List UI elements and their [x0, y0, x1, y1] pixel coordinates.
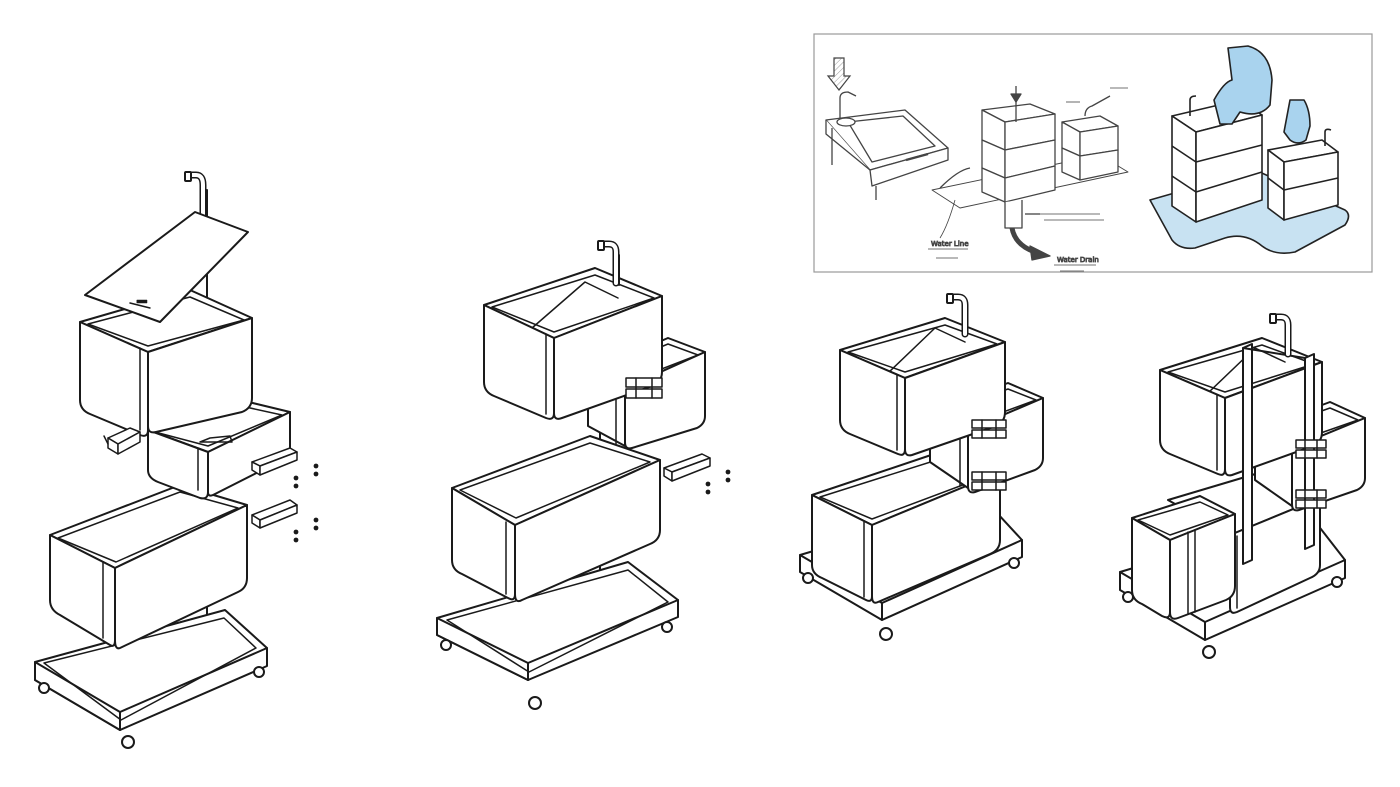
sketch-captions: Water Line Water Drain — [928, 87, 1128, 272]
base-cart — [34, 609, 268, 749]
panel-step-3 — [799, 293, 1044, 641]
hinge-bracket — [1295, 489, 1327, 509]
mount-bracket — [251, 447, 298, 476]
panel-step-1 — [34, 171, 319, 749]
caster-wheel — [879, 627, 893, 641]
hand-icon — [1213, 45, 1273, 125]
hinge-bracket — [1295, 439, 1327, 459]
base-cart — [436, 561, 679, 710]
hand-icon — [1283, 99, 1311, 144]
mount-bracket — [663, 453, 711, 482]
caster-wheel — [802, 572, 814, 584]
caster-wheel — [1202, 645, 1216, 659]
stacked-bins-sketch — [931, 86, 1129, 261]
bottom-bin — [451, 435, 661, 603]
faucet-icon — [597, 240, 620, 287]
water-drain-label: Water Drain — [1057, 256, 1099, 264]
caster-wheel — [1331, 576, 1343, 588]
caster-wheel — [528, 696, 542, 710]
configured-bins-sketch — [1149, 45, 1350, 254]
hinge-bracket — [971, 419, 1007, 439]
panel-step-2 — [436, 240, 731, 710]
top-bin — [79, 289, 253, 437]
hinge-bracket — [971, 471, 1007, 491]
screw-set — [705, 469, 731, 495]
faucet-icon — [1269, 313, 1292, 358]
caster-wheel — [440, 639, 452, 651]
top-lid-panel — [84, 211, 249, 323]
hinge-bracket — [625, 377, 663, 399]
sink-sketch — [825, 91, 949, 200]
caster-wheel — [38, 682, 50, 694]
caster-wheel — [121, 735, 135, 749]
caster-wheel — [661, 621, 673, 633]
faucet-icon — [946, 293, 969, 338]
screw-set — [293, 463, 319, 543]
bottom-bin — [811, 451, 1001, 604]
bottom-bin — [49, 484, 248, 650]
middle-drawer — [147, 397, 291, 500]
side-bin — [1131, 495, 1236, 620]
mount-bracket — [251, 499, 298, 529]
arrow-down-icon — [826, 57, 852, 91]
caster-wheel — [253, 666, 265, 678]
mount-bracket — [103, 427, 141, 455]
concept-sketch-inset: Water Line Water Drain — [813, 33, 1373, 273]
faucet-icon — [184, 171, 207, 219]
water-line-label: Water Line — [931, 240, 969, 248]
caster-wheel — [1008, 557, 1020, 569]
panel-step-4 — [1119, 313, 1366, 659]
